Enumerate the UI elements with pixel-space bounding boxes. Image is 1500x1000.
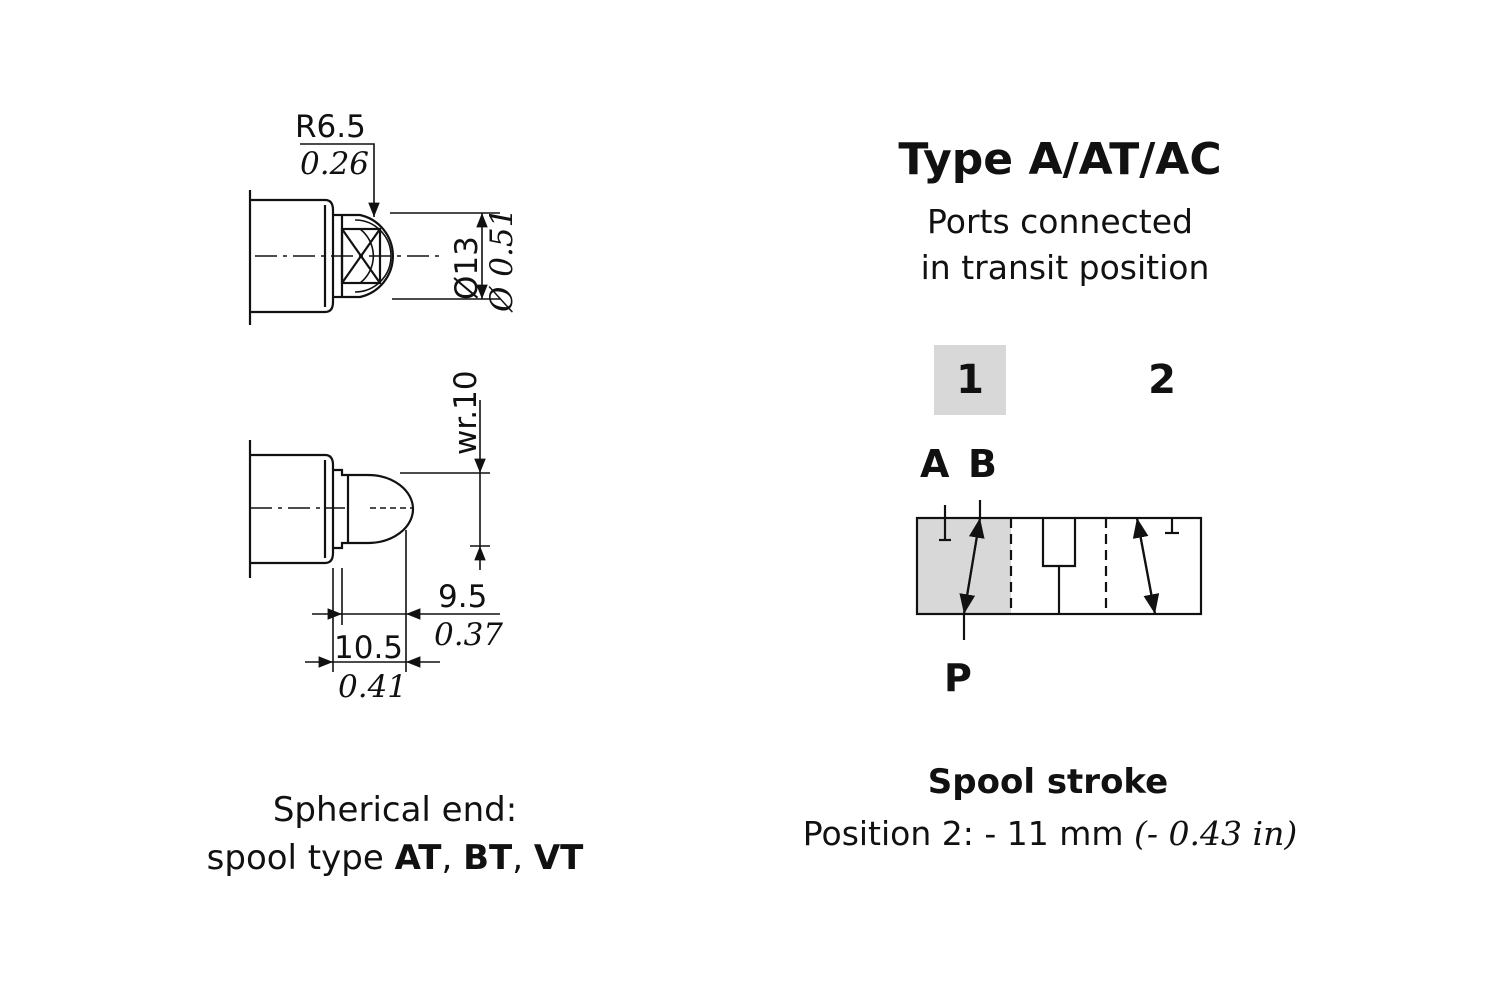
position-2-label: 2: [1148, 357, 1176, 403]
stroke-mm-value: Position 2: - 11 mm: [802, 814, 1135, 853]
valve-symbol: [915, 500, 1203, 640]
caption-line1: Spherical end:: [272, 790, 518, 830]
wrench-mm-label: wr.10: [448, 370, 484, 455]
spool-stroke-text: Position 2: - 11 mm (- 0.43 in): [750, 814, 1350, 853]
caption-type-at: AT: [394, 838, 442, 878]
ports-subtitle-line2: in transit position: [920, 248, 1210, 287]
ports-subtitle-line1: Ports connected: [927, 202, 1193, 241]
spool-end-top-view: [248, 190, 440, 325]
length-b-mm-label: 10.5: [334, 630, 403, 666]
length-b-inch-label: 0.41: [338, 669, 407, 705]
diameter-inch-label: Ø 0.51: [484, 208, 520, 313]
length-a-mm-label: 9.5: [438, 579, 487, 615]
type-title: Type A/AT/AC: [898, 134, 1222, 185]
caption-type-bt: BT: [463, 838, 513, 878]
caption-type-vt: VT: [533, 838, 584, 878]
port-b-label: B: [968, 442, 997, 486]
wrench-dimension: [400, 400, 490, 570]
caption-sep-1: ,: [441, 838, 464, 878]
position-1-label: 1: [934, 345, 1006, 415]
position-1-cell: [917, 518, 1011, 614]
spool-end-bottom-view: [248, 440, 415, 578]
spool-stroke-title: Spool stroke: [927, 762, 1169, 802]
port-a-label: A: [920, 442, 950, 486]
stroke-inch-value: (- 0.43 in): [1134, 814, 1298, 853]
diameter-dimension: [390, 212, 500, 300]
diameter-mm-label: Ø13: [449, 236, 485, 300]
length-a-inch-label: 0.37: [434, 617, 503, 653]
length-dimensions: [305, 530, 500, 672]
radius-dimension: [300, 143, 380, 217]
caption-sep-2: ,: [512, 838, 534, 878]
caption-prefix: spool type: [206, 838, 395, 878]
caption-line2: spool type AT, BT, VT: [145, 838, 645, 878]
port-p-label: P: [944, 656, 972, 700]
radius-mm-label: R6.5: [295, 109, 366, 145]
radius-inch-label: 0.26: [300, 146, 369, 182]
